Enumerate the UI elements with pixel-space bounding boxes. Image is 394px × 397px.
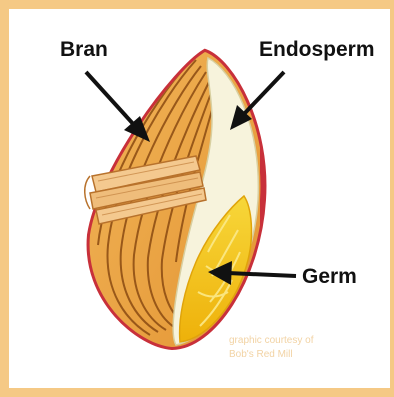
endosperm-arrow bbox=[244, 72, 284, 114]
credit-line-2: Bob's Red Mill bbox=[229, 348, 314, 362]
bran-arrow bbox=[86, 72, 135, 126]
image-credit: graphic courtesy of Bob's Red Mill bbox=[229, 334, 314, 362]
endosperm-label: Endosperm bbox=[259, 39, 375, 60]
bran-label: Bran bbox=[60, 39, 108, 60]
germ-label: Germ bbox=[302, 266, 357, 287]
credit-line-1: graphic courtesy of bbox=[229, 334, 314, 348]
